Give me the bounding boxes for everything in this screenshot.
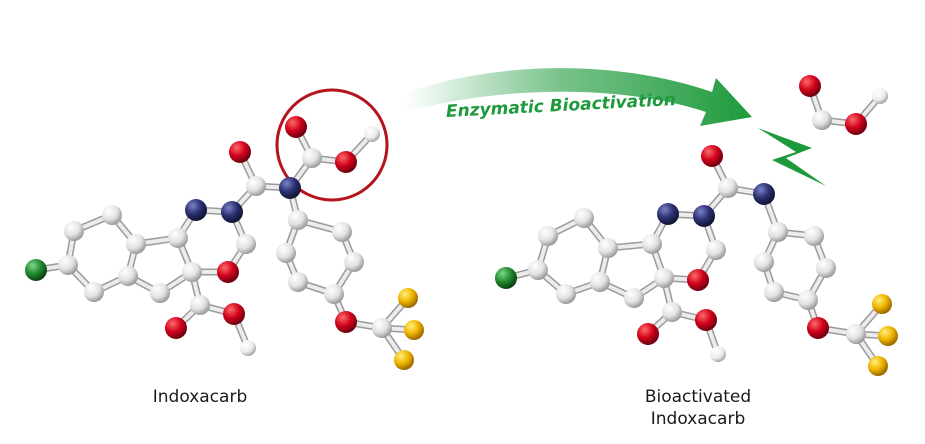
bioactivated-carbon-atom (590, 272, 610, 292)
bioactivated-fluorine-atom (872, 294, 892, 314)
bioactivated-oxygen-atom (701, 145, 723, 167)
indoxacarb-nitrogen-atom (279, 177, 301, 199)
bioactivated-carbon-atom (624, 288, 644, 308)
indoxacarb-carbon-atom (58, 255, 78, 275)
indoxacarb-oxygen-atom (217, 261, 239, 283)
bioactivated-indoxacarb-caption: Bioactivated Indoxacarb (598, 386, 798, 430)
indoxacarb-carbon-atom (246, 176, 266, 196)
bioactivated-carbon-atom (812, 110, 832, 130)
indoxacarb-carbon-atom (84, 282, 104, 302)
indoxacarb-carbon-atom (324, 284, 344, 304)
indoxacarb-carbon-atom (64, 221, 84, 241)
bioactivated-fluorine-atom (878, 326, 898, 346)
indoxacarb-carbon-atom (276, 243, 296, 263)
indoxacarb-nitrogen-atom (185, 199, 207, 221)
bioactivated-carbon-atom (598, 238, 618, 258)
bioactivated-nitrogen-atom (657, 203, 679, 225)
indoxacarb-carbon-atom (150, 283, 170, 303)
bioactivated-carbon-atom (706, 240, 726, 260)
bioactivated-nitrogen-atom (693, 205, 715, 227)
indoxacarb-carbon-atom (302, 148, 322, 168)
indoxacarb-carbon-atom (288, 272, 308, 292)
highlight-circle (275, 88, 389, 202)
bioactivated-oxygen-atom (687, 269, 709, 291)
indoxacarb-chlorine-atom (25, 259, 47, 281)
bioactivated-carbon-atom (816, 258, 836, 278)
cleavage-bolt-icon (758, 128, 826, 186)
bioactivated-hydrogen-atom (872, 88, 888, 104)
indoxacarb-carbon-atom (118, 266, 138, 286)
indoxacarb-hydrogen-atom (240, 340, 256, 356)
indoxacarb-carbon-atom (168, 228, 188, 248)
bioactivated-hydrogen-atom (710, 346, 726, 362)
indoxacarb-carbon-atom (372, 318, 392, 338)
bioactivated-carbon-atom (804, 226, 824, 246)
indoxacarb-carbon-atom (344, 252, 364, 272)
atoms-layer (25, 75, 898, 376)
bonds-layer (32, 82, 892, 370)
indoxacarb-oxygen-atom (165, 317, 187, 339)
bioactivated-carbon-atom (764, 282, 784, 302)
indoxacarb-carbon-atom (332, 222, 352, 242)
indoxacarb-oxygen-atom (223, 303, 245, 325)
bioactivated-oxygen-atom (845, 113, 867, 135)
indoxacarb-carbon-atom (190, 295, 210, 315)
bioactivated-oxygen-atom (799, 75, 821, 97)
bioactivated-carbon-atom (718, 178, 738, 198)
indoxacarb-caption: Indoxacarb (152, 387, 248, 407)
bioactivation-arrow (405, 68, 752, 126)
bioactivated-carbon-atom (574, 208, 594, 228)
bioactivated-oxygen-atom (695, 309, 717, 331)
bioactivated-oxygen-atom (807, 317, 829, 339)
bioactivated-chlorine-atom (495, 267, 517, 289)
bioactivated-carbon-atom (754, 252, 774, 272)
bioactivated-caption-line1: Bioactivated (644, 387, 752, 407)
bioactivated-nitrogen-atom (753, 183, 775, 205)
indoxacarb-hydrogen-atom (364, 126, 380, 142)
indoxacarb-carbon-atom (182, 262, 202, 282)
bioactivated-oxygen-atom (637, 323, 659, 345)
indoxacarb-oxygen-atom (335, 311, 357, 333)
bioactivated-caption-line2: Indoxacarb (650, 409, 746, 429)
bioactivated-carbon-atom (654, 268, 674, 288)
indoxacarb-oxygen-atom (285, 116, 307, 138)
indoxacarb-carbon-atom (236, 234, 256, 254)
bioactivated-carbon-atom (662, 302, 682, 322)
indoxacarb-oxygen-atom (229, 141, 251, 163)
indoxacarb-carbon-atom (102, 205, 122, 225)
indoxacarb-fluorine-atom (398, 288, 418, 308)
bioactivated-carbon-atom (798, 290, 818, 310)
indoxacarb-carbon-atom (126, 234, 146, 254)
bioactivated-carbon-atom (642, 234, 662, 254)
indoxacarb-fluorine-atom (404, 320, 424, 340)
bioactivated-carbon-atom (846, 324, 866, 344)
bioactivated-carbon-atom (538, 226, 558, 246)
indoxacarb-nitrogen-atom (221, 201, 243, 223)
indoxacarb-oxygen-atom (335, 151, 357, 173)
bioactivated-carbon-atom (528, 260, 548, 280)
indoxacarb-fluorine-atom (394, 350, 414, 370)
bioactivated-carbon-atom (768, 222, 788, 242)
bioactivated-carbon-atom (556, 284, 576, 304)
indoxacarb-carbon-atom (288, 210, 308, 230)
bioactivated-fluorine-atom (868, 356, 888, 376)
